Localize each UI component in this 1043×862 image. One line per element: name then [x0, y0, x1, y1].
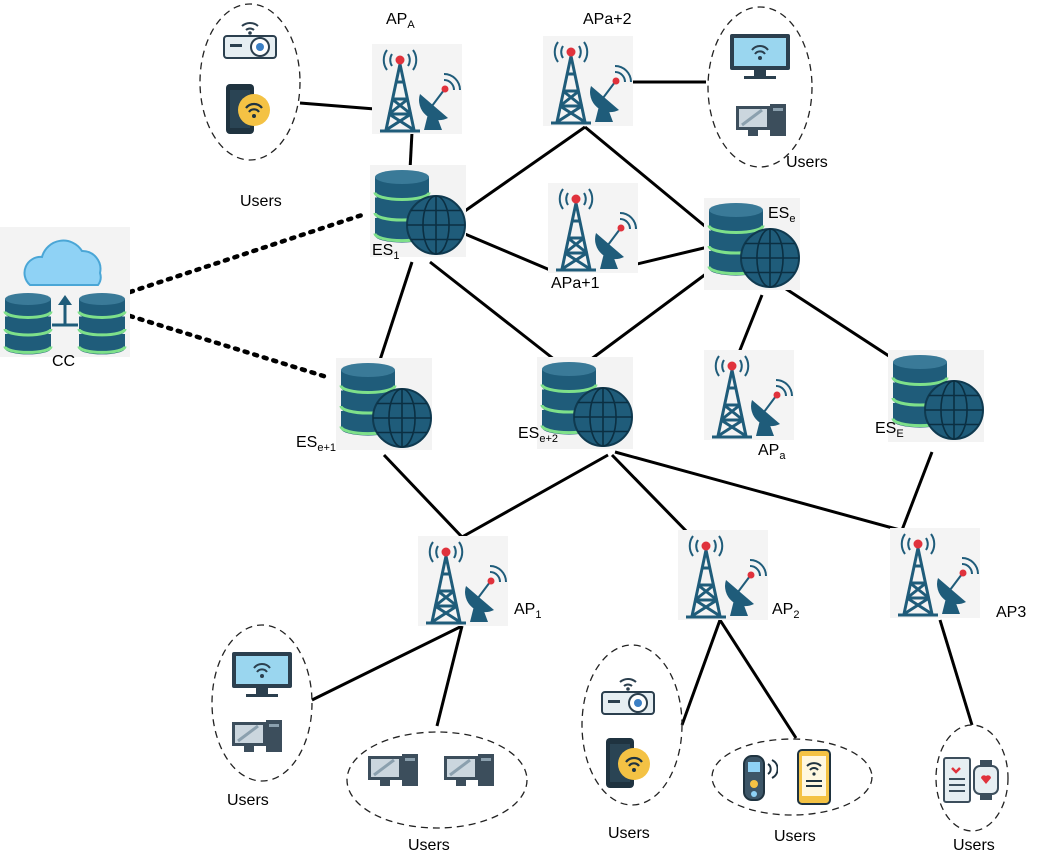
user-group-ellipse-top-right — [707, 6, 813, 168]
users-label-bottom-2: Users — [408, 837, 450, 854]
users-label-bottom-3: Users — [608, 825, 650, 842]
access-point-apa2-icon — [543, 36, 633, 126]
link-apa2-ese — [584, 125, 713, 234]
link-ese2-ap2 — [610, 453, 694, 539]
smartphone-wifi-icon — [220, 82, 274, 138]
user-group-ellipse-bottom-3 — [581, 644, 683, 806]
user-group-ellipse-bottom-1 — [211, 624, 313, 782]
access-point-ap2-icon — [678, 530, 768, 620]
ap1-label: AP1 — [514, 601, 542, 621]
link-ese2-ap3 — [614, 450, 901, 532]
smartwatch-icon — [940, 756, 1002, 804]
users-label-top-left: Users — [240, 193, 282, 210]
link-ap3-users5 — [938, 619, 974, 726]
cc-label: CC — [52, 353, 76, 370]
link-users-apA — [299, 101, 376, 111]
user-group-ellipse-bottom-2 — [346, 731, 528, 829]
link-esE-ap3 — [900, 451, 934, 531]
link-ese-esE — [779, 283, 893, 360]
users-label-bottom-5: Users — [953, 837, 995, 854]
link-apa2-es1 — [461, 125, 586, 215]
link-ap1-users2 — [435, 625, 464, 727]
edge-server-es1-icon — [370, 165, 466, 257]
projector-icon — [220, 14, 280, 62]
user-group-ellipse-bottom-4 — [711, 738, 873, 816]
edge-server-ese2-icon — [537, 357, 633, 449]
link-ese-apa — [736, 294, 764, 356]
link-es1-apa1 — [464, 232, 551, 272]
smart-tv-icon — [228, 648, 296, 700]
ese2-label: ESe+2 — [518, 425, 559, 445]
access-point-apA-icon — [372, 44, 462, 134]
apa2-label: APa+2 — [583, 11, 632, 28]
cloud-center-icon — [0, 227, 130, 357]
smartphone-icon — [794, 748, 834, 806]
access-point-apa-icon — [704, 350, 794, 440]
link-es1-ese2 — [429, 260, 556, 362]
desktop-pc-icon — [228, 716, 286, 756]
link-es1-ese1 — [378, 261, 414, 361]
access-point-apa1-icon — [548, 183, 638, 273]
walkie-talkie-icon — [738, 748, 779, 806]
link-ap2-users4 — [718, 619, 798, 739]
edge-server-ese-icon — [704, 198, 800, 290]
link-ese-ese2 — [589, 263, 719, 362]
projector-icon — [598, 670, 658, 718]
desktop-pc-icon — [732, 100, 790, 140]
link-ese2-ap1 — [461, 453, 609, 539]
ese-label: ESe — [768, 205, 796, 225]
smart-tv-icon — [726, 30, 794, 82]
user-group-ellipse-top-left — [199, 3, 301, 161]
apA-label: APA — [386, 11, 415, 31]
dotted-link-cc-es1 — [127, 211, 368, 295]
users-label-bottom-4: Users — [774, 828, 816, 845]
es1-label: ES1 — [372, 242, 400, 262]
ese1-label: ESe+1 — [296, 434, 337, 454]
users-label-top-right: Users — [786, 154, 828, 171]
desktop-pc-icon — [364, 750, 422, 790]
access-point-ap1-icon — [418, 536, 508, 626]
users-label-bottom-1: Users — [227, 792, 269, 809]
ap3-label: AP3 — [996, 604, 1027, 621]
edge-server-esE-icon — [888, 350, 984, 442]
desktop-pc-icon — [440, 750, 498, 790]
link-ese1-ap1 — [382, 453, 464, 539]
smartphone-wifi-icon — [600, 736, 654, 792]
user-group-ellipse-bottom-5 — [935, 724, 1009, 832]
esE-label: ESE — [875, 420, 904, 440]
apa-label: APa — [758, 442, 786, 462]
edge-server-ese1-icon — [336, 358, 432, 450]
ap2-label: AP2 — [772, 601, 800, 621]
dotted-link-cc-ese1 — [127, 313, 333, 381]
link-apA-es1 — [408, 131, 414, 171]
apa1-label: APa+1 — [551, 275, 600, 292]
link-ap2-users3 — [680, 619, 722, 726]
link-ap1-users1 — [311, 624, 463, 702]
access-point-ap3-icon — [890, 528, 980, 618]
